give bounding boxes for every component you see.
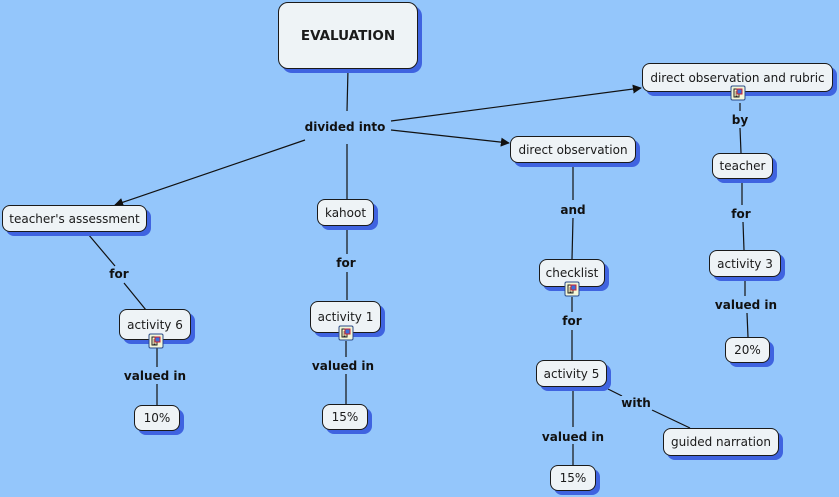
concept-10-percent[interactable]: 10% (134, 405, 180, 431)
concept-teacher[interactable]: teacher (712, 153, 773, 179)
edge-activity-5-with (607, 388, 623, 397)
edge-divided-into-teachers-assessment (114, 139, 306, 207)
concept-activity-5[interactable]: activity 5 (536, 360, 607, 387)
concept-teachers-assessment[interactable]: teacher's assessment (2, 205, 147, 232)
link-for-teachers-assessment[interactable]: for (107, 267, 131, 281)
link-valued-in-activity-1[interactable]: valued in (309, 359, 377, 373)
link-for-kahoot[interactable]: for (334, 256, 358, 270)
edge-and-checklist (571, 217, 574, 260)
link-divided-into[interactable]: divided into (302, 120, 388, 134)
link-valued-in-activity-3[interactable]: valued in (712, 298, 780, 312)
link-valued-in-activity-5[interactable]: valued in (539, 430, 607, 444)
concept-kahoot[interactable]: kahoot (317, 199, 374, 226)
concept-guided-narration[interactable]: guided narration (663, 428, 779, 456)
link-for-checklist[interactable]: for (560, 314, 584, 328)
document-with-image-icon-activity-6[interactable] (148, 333, 164, 349)
edge-teachers-assessment-for (87, 233, 116, 267)
edge-with-guided-narration (651, 409, 691, 429)
edge-by-teacher (739, 127, 742, 154)
concept-evaluation[interactable]: EVALUATION (278, 2, 418, 69)
document-with-image-icon-rubric[interactable] (730, 85, 746, 101)
document-with-image-icon-activity-1[interactable] (338, 325, 354, 341)
link-with[interactable]: with (619, 396, 653, 410)
edge-valued-in-20 (746, 312, 749, 338)
concept-20-percent[interactable]: 20% (725, 337, 770, 363)
concept-direct-observation[interactable]: direct observation (510, 136, 636, 163)
edge-for-activity-3 (742, 221, 745, 251)
link-by[interactable]: by (729, 113, 751, 127)
document-with-image-icon-checklist[interactable] (564, 281, 580, 297)
concept-15-percent-checklist[interactable]: 15% (550, 465, 596, 491)
link-for-teacher[interactable]: for (729, 207, 753, 221)
concept-15-percent-kahoot[interactable]: 15% (322, 404, 368, 430)
concept-activity-3[interactable]: activity 3 (709, 250, 781, 277)
link-and[interactable]: and (558, 203, 588, 217)
edge-evaluation-divided-into (346, 68, 349, 112)
edge-divided-into-direct-observation (390, 129, 510, 147)
edge-for-activity-6 (123, 282, 147, 311)
link-valued-in-activity-6[interactable]: valued in (121, 369, 189, 383)
edge-divided-into-rubric (390, 84, 642, 122)
